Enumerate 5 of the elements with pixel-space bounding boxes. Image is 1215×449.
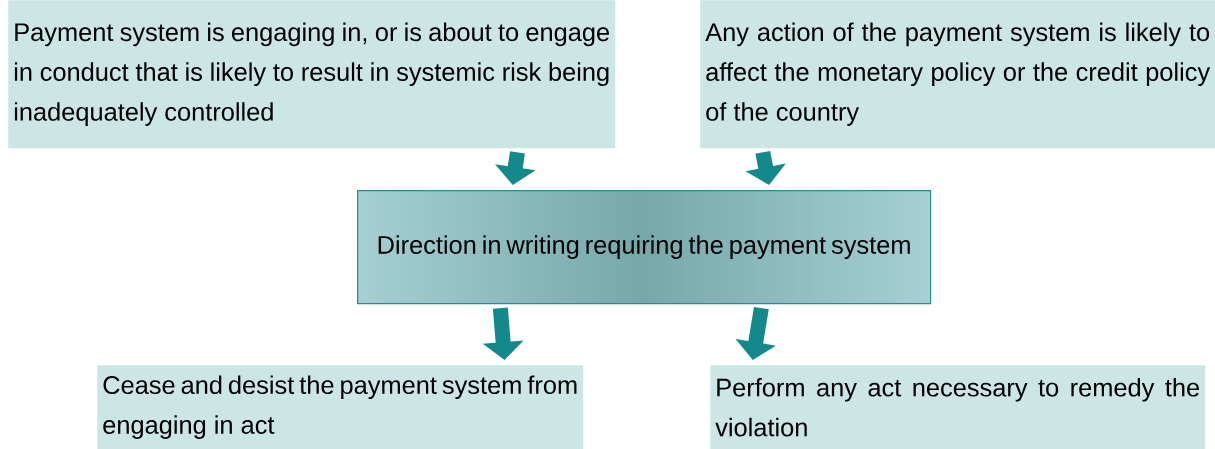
condition-box: Perform any act necessary to remedy the violation	[710, 365, 1206, 449]
condition-box: Any action of the payment system is likely to affect the monetary policy or the credit policy of the country	[700, 0, 1215, 149]
condition-box: Payment system is engaging in, or is about to engage in conduct that is likely to result in systemic risk being inadequately controlled	[8, 0, 616, 149]
direction-box: Direction in writing requiring the payment system	[357, 190, 932, 305]
condition-box: Cease and desist the payment system from engaging in act	[97, 365, 584, 449]
